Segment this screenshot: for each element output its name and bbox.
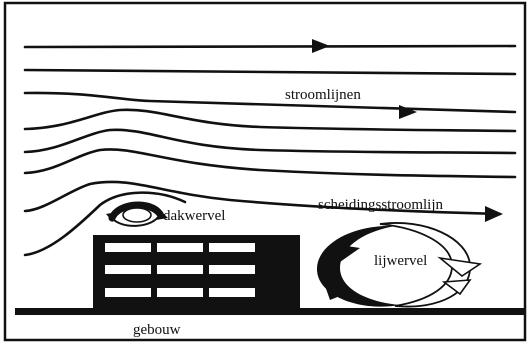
label-lee-vortex: lijwervel — [374, 253, 427, 269]
streamline-8 — [23, 191, 187, 257]
streamline-1 — [23, 44, 517, 49]
building — [93, 235, 300, 310]
building-windows — [105, 243, 255, 297]
label-building: gebouw — [133, 322, 181, 338]
streamline-3 — [23, 91, 517, 114]
label-roof-vortex: dakwervel — [163, 208, 225, 224]
figure-border — [3, 1, 527, 342]
label-separation-streamline: scheidingsstroomlijn — [318, 197, 443, 213]
streamline-5 — [23, 128, 517, 155]
lee-vortex-icon — [316, 222, 483, 308]
arrowhead-icon — [399, 105, 417, 119]
separation-streamline — [23, 180, 502, 216]
streamlines — [23, 44, 517, 257]
streamline-2 — [23, 68, 517, 76]
ground-line — [15, 308, 525, 315]
arrowheads — [312, 39, 503, 222]
arrowhead-icon — [312, 39, 330, 53]
arrowhead-icon — [485, 206, 503, 222]
roof-vortex-icon — [106, 201, 168, 227]
streamline-4 — [23, 108, 517, 133]
label-streamlines: stroomlijnen — [285, 87, 361, 103]
streamline-6 — [23, 148, 517, 179]
